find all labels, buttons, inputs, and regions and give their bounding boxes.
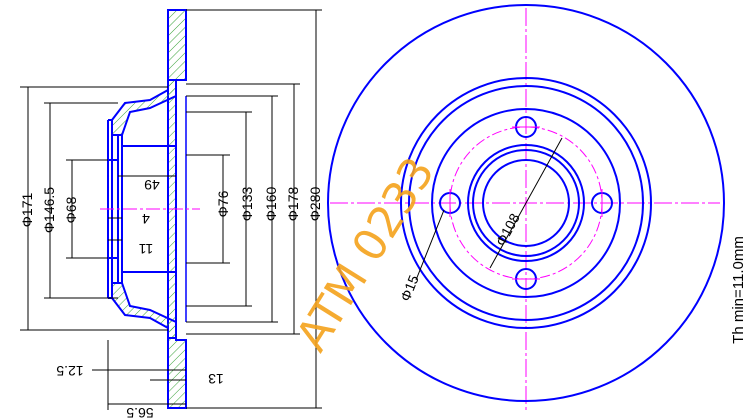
- dim-d68: Φ68: [63, 196, 79, 223]
- center-bore: [482, 159, 570, 247]
- length-dimensions: [92, 175, 186, 410]
- dim-d171: Φ171: [19, 193, 35, 228]
- dim-11: 11: [139, 241, 154, 257]
- pcd-label: Φ108: [492, 210, 522, 248]
- pcd-dimension-line: [489, 137, 563, 269]
- dim-49: 49: [144, 177, 160, 193]
- hub-circle-outer: [467, 144, 585, 262]
- hole-leader-line: [415, 209, 445, 281]
- disc-section-hatch: [167, 9, 187, 409]
- hole-label: Φ15: [397, 273, 422, 304]
- hub-circle-mid: [472, 149, 580, 257]
- dim-d280: Φ280: [307, 187, 323, 222]
- dim-d76: Φ76: [215, 190, 231, 217]
- friction-inner-circle-1: [400, 77, 652, 329]
- dim-4: 4: [142, 211, 150, 227]
- dim-13: 13: [208, 371, 224, 387]
- hat-circle: [431, 108, 621, 298]
- min-thickness-note: Th min=11.0mm: [730, 236, 747, 344]
- dim-d133: Φ133: [239, 187, 255, 222]
- dim-d160: Φ160: [263, 187, 279, 222]
- diameter-dimensions: [20, 9, 322, 409]
- dim-56-5: 56.5: [126, 405, 153, 420]
- disc-outer-circle: [327, 4, 725, 402]
- front-view: Φ108 Φ15: [327, 4, 725, 412]
- dim-d178: Φ178: [285, 187, 301, 222]
- section-view: Φ171 Φ146.5 Φ68 Φ76 Φ133 Φ160 Φ178 Φ280 …: [19, 9, 323, 420]
- friction-inner-circle-2: [408, 85, 644, 321]
- hat-upper-section: [111, 79, 177, 136]
- dim-d146-5: Φ146.5: [41, 187, 57, 233]
- dim-12-5: 12.5: [56, 363, 83, 379]
